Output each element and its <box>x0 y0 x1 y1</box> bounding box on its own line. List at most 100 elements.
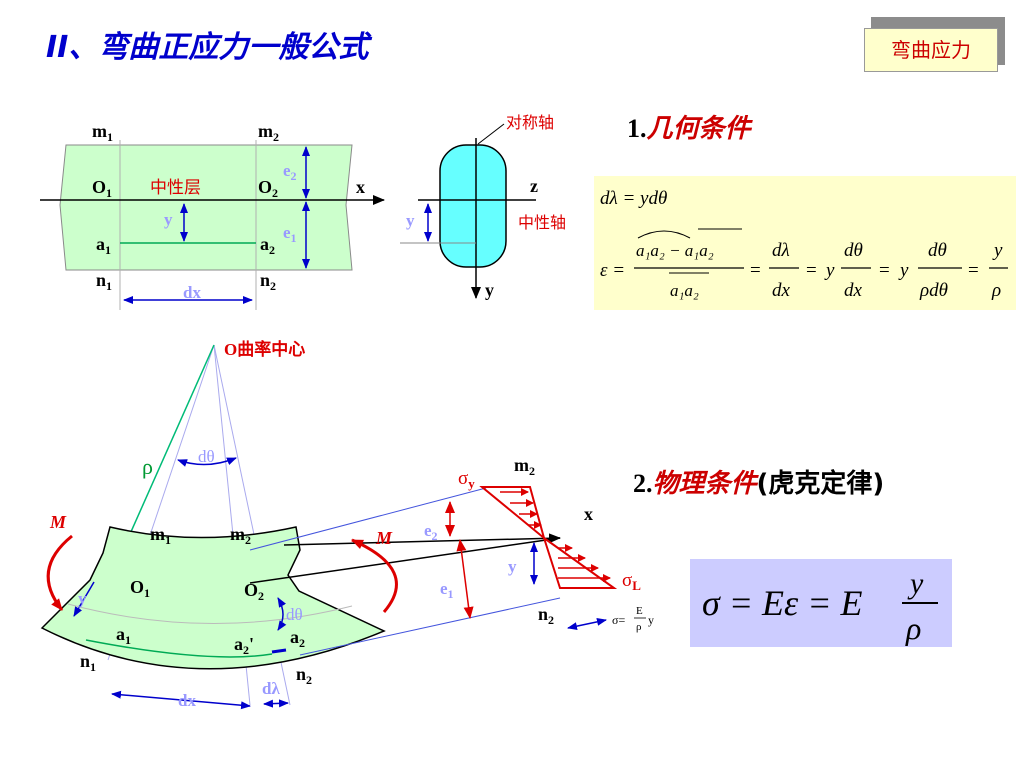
label-stress-m2: m2 <box>514 455 535 478</box>
label-bent-e1: e1 <box>440 579 454 601</box>
bent-beam-body <box>40 526 386 670</box>
eq-frac2-num: dλ <box>772 240 790 261</box>
beam-body <box>59 144 353 271</box>
label-dx-beam: dx <box>183 283 201 302</box>
geometry-heading-text: 几何条件 <box>646 114 751 144</box>
stress-base-dim <box>567 617 607 631</box>
symmetry-leader <box>477 123 505 145</box>
label-bent-m1: m1 <box>150 524 171 547</box>
physical-heading-text: 物理条件 <box>652 469 757 499</box>
svg-text:y: y <box>648 613 654 627</box>
eq-frac1-num: a₁a₂ − a₁a₂ <box>636 241 714 260</box>
label-a2: a2 <box>260 234 275 257</box>
label-M-right: M <box>375 528 393 548</box>
label-m1: m1 <box>92 121 113 144</box>
physical-heading-paren: (虎克定律) <box>756 469 885 499</box>
bent-beam-diagram: O曲率中心 ρ dθ dθ M M m1 m2 O1 O2 a1 a2' a2 … <box>40 339 654 710</box>
label-bent-a1: a1 <box>116 624 131 647</box>
label-dtheta-top: dθ <box>198 447 215 466</box>
label-dtheta-bottom: dθ <box>286 605 303 624</box>
hooke-num: y <box>907 567 924 600</box>
label-n2: n2 <box>260 270 276 293</box>
cross-section-diagram: 对称轴 中性轴 z y y <box>400 114 566 300</box>
label-rho: ρ <box>142 454 153 479</box>
eq-frac5-num: y <box>992 240 1003 261</box>
eq-epsilon-lhs: ε = <box>600 260 625 281</box>
eq-frac5-den: ρ <box>991 280 1001 301</box>
dtheta-arc-top <box>177 457 237 467</box>
eq-sign-2: = <box>806 260 817 281</box>
stress-compression <box>479 486 546 541</box>
label-sigma-y: σy <box>458 468 475 491</box>
label-M-left: M <box>49 512 67 532</box>
label-symmetry-axis: 对称轴 <box>506 114 554 132</box>
label-sigma-L: σL <box>622 570 641 593</box>
label-bent-m2: m2 <box>230 524 251 547</box>
bent-y-left-dim <box>73 581 95 617</box>
dtheta-arc-bottom <box>277 597 287 631</box>
label-bent-o1: O1 <box>130 577 150 600</box>
label-e1: e1 <box>283 223 297 245</box>
bent-dlambda-dim <box>263 699 289 708</box>
label-y-beam: y <box>164 210 173 229</box>
eq-frac1-den: a₁a₂ <box>670 281 699 300</box>
eq-dlambda: dλ = ydθ <box>600 188 667 209</box>
label-neutral-axis: 中性轴 <box>518 214 566 232</box>
topic-badge: 弯曲应力 <box>864 28 998 72</box>
eq-sign-3: = <box>879 260 890 281</box>
hooke-den: ρ <box>905 610 921 646</box>
label-y-section-dim: y <box>406 211 415 230</box>
label-curvature-center: O曲率中心 <box>224 339 305 359</box>
proj-axis <box>249 537 561 584</box>
label-neutral-layer: 中性层 <box>150 178 201 197</box>
label-y-section: y <box>485 280 494 300</box>
label-bent-dlambda: dλ <box>262 679 280 698</box>
bent-dx-dim <box>111 690 251 710</box>
geometry-heading: 1.几何条件 <box>627 108 751 145</box>
label-bent-e2: e2 <box>424 521 438 543</box>
eq-y-1: y <box>824 260 835 281</box>
moment-right <box>351 538 398 613</box>
neutral-curve <box>67 603 353 624</box>
geometry-number: 1. <box>627 114 647 143</box>
label-m2: m2 <box>258 121 279 144</box>
label-o2: O2 <box>258 177 278 200</box>
eq-frac3-den: dx <box>844 280 863 301</box>
straight-beam-diagram: m1 m2 O1 O2 a1 a2 n1 n2 x 中性层 y dx e2 e1 <box>40 121 385 310</box>
label-bent-a2: a2 <box>290 627 305 650</box>
eq-sign-4: = <box>968 260 979 281</box>
label-bent-o2: O2 <box>244 580 264 603</box>
geometry-equations: dλ = ydθ ε = a₁a₂ − a₁a₂ a₁a₂ = dλ dx = … <box>600 188 1008 301</box>
proj-bottom <box>299 597 561 656</box>
label-stress-n2: n2 <box>538 604 554 627</box>
eq-frac4-den: ρdθ <box>919 280 948 301</box>
cross-section-shape <box>439 144 507 268</box>
eq-sign-1: = <box>750 260 761 281</box>
small-stress-formula: σ= E ρ y <box>612 605 654 633</box>
eq-y-2: y <box>898 260 909 281</box>
label-x: x <box>356 177 365 197</box>
svg-text:ρ: ρ <box>636 621 642 633</box>
dlambda-segment <box>271 648 287 654</box>
label-bent-y-stress: y <box>508 557 517 576</box>
physical-heading: 2.物理条件(虎克定律) <box>633 463 884 500</box>
label-e2: e2 <box>283 161 297 183</box>
label-bent-n2: n2 <box>296 664 312 687</box>
slide-title: II、弯曲正应力一般公式 <box>46 30 369 65</box>
label-a1: a1 <box>96 234 111 257</box>
eq-frac4-num: dθ <box>928 240 947 261</box>
geometry-equation-box <box>594 176 1016 310</box>
label-bent-a2p: a2' <box>234 634 254 657</box>
physical-number: 2. <box>633 469 653 498</box>
label-bent-n1: n1 <box>80 651 96 674</box>
proj-top <box>249 487 487 551</box>
stress-arrows <box>500 488 611 582</box>
bent-fiber <box>85 639 273 658</box>
label-bent-x: x <box>584 504 593 524</box>
svg-text:σ=: σ= <box>612 613 625 627</box>
arc-overline <box>637 230 691 239</box>
hooke-lhs: σ = Eε = E <box>702 583 863 623</box>
label-bent-y-left: y <box>78 589 87 608</box>
label-bent-dx: dx <box>178 691 196 710</box>
